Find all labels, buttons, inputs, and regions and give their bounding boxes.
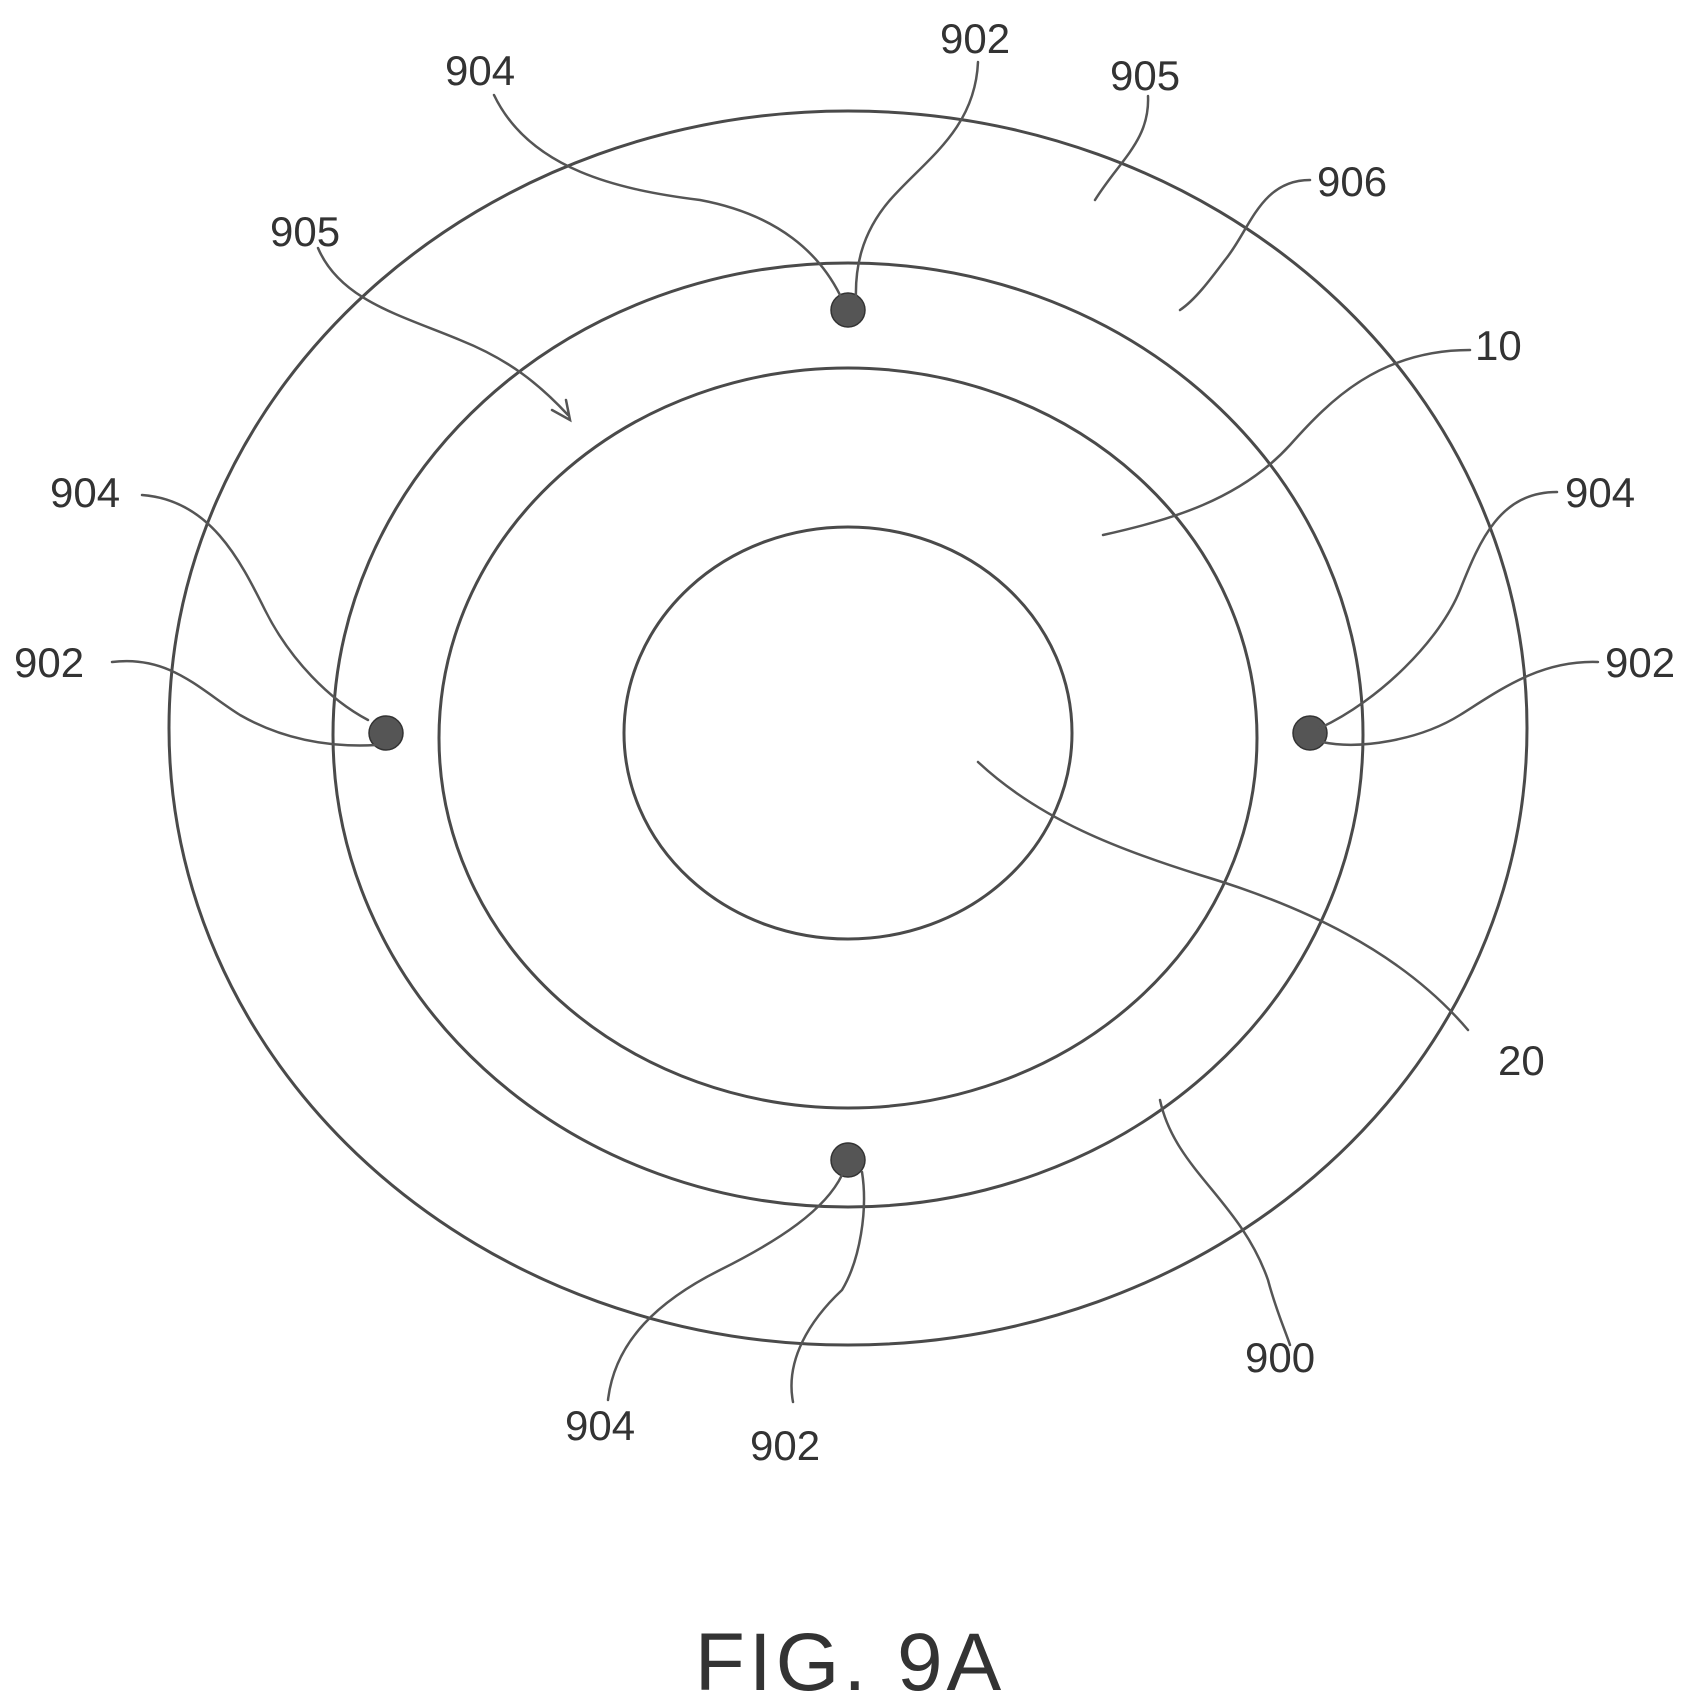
leader-904-bottom bbox=[608, 1175, 842, 1400]
marker-dot-bottom bbox=[831, 1143, 865, 1177]
label-902-top: 902 bbox=[940, 15, 1010, 62]
label-10: 10 bbox=[1475, 322, 1522, 369]
leader-20 bbox=[978, 762, 1468, 1030]
label-904-topleft: 904 bbox=[445, 47, 515, 94]
figure-caption: FIG. 9A bbox=[695, 1617, 1006, 1701]
label-902-bottom: 902 bbox=[750, 1422, 820, 1469]
label-20: 20 bbox=[1498, 1037, 1545, 1084]
label-905-top: 905 bbox=[1110, 52, 1180, 99]
leader-905-left bbox=[318, 248, 568, 415]
label-904-right: 904 bbox=[1565, 469, 1635, 516]
label-900: 900 bbox=[1245, 1334, 1315, 1381]
label-905-left: 905 bbox=[270, 208, 340, 255]
leader-904-right bbox=[1320, 492, 1557, 728]
marker-dot-top bbox=[831, 293, 865, 327]
leader-905-top bbox=[1095, 96, 1148, 200]
leader-900 bbox=[1160, 1100, 1290, 1345]
lens-ring-10 bbox=[439, 368, 1257, 1108]
label-902-left: 902 bbox=[14, 639, 84, 686]
label-904-bottom: 904 bbox=[565, 1402, 635, 1449]
marker-dot-right bbox=[1293, 716, 1327, 750]
middle-ring-900 bbox=[333, 263, 1363, 1207]
leader-10 bbox=[1103, 350, 1470, 535]
label-904-left: 904 bbox=[50, 469, 120, 516]
leader-904-left bbox=[142, 495, 368, 720]
center-ring-20 bbox=[624, 527, 1072, 939]
label-906: 906 bbox=[1317, 158, 1387, 205]
label-902-right: 902 bbox=[1605, 639, 1675, 686]
